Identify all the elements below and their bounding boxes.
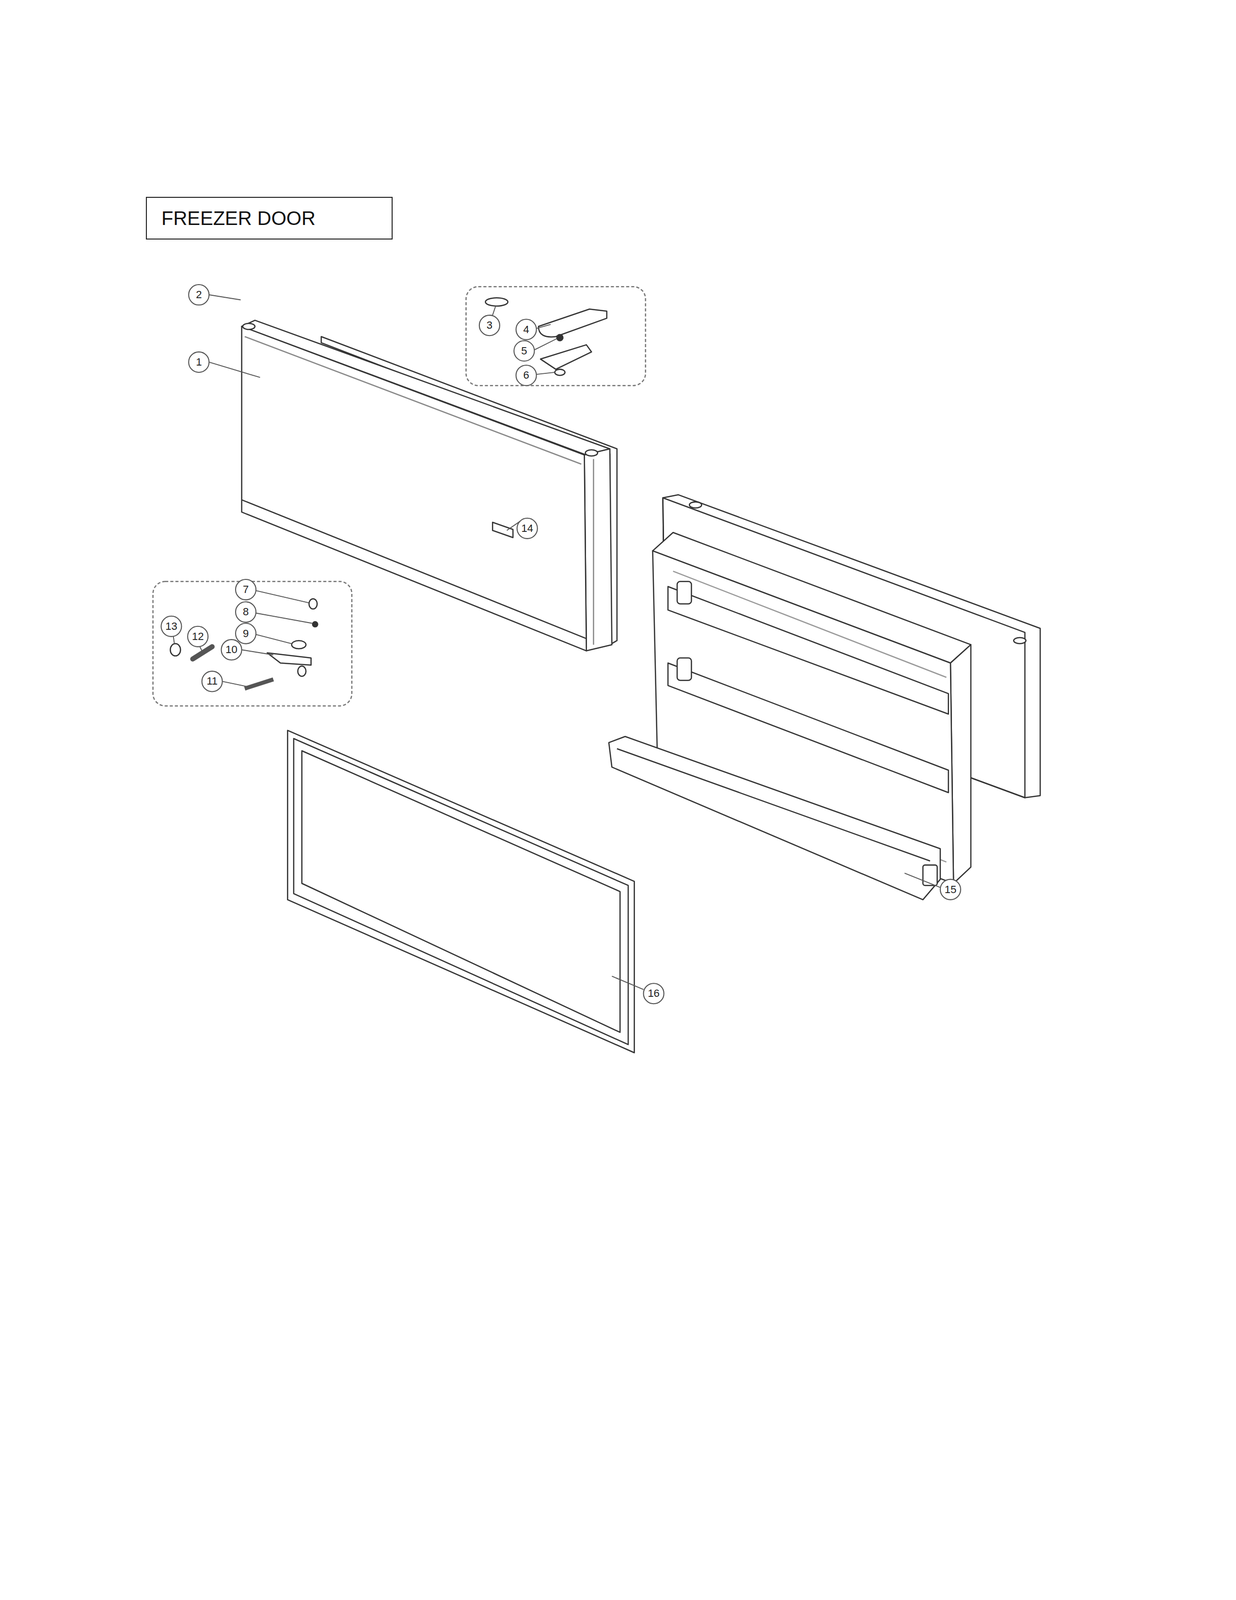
callout-number: 2	[195, 289, 202, 301]
callout-number: 11	[206, 675, 218, 687]
inset-panel	[153, 581, 352, 706]
callout-number: 7	[242, 584, 249, 595]
door-bin	[608, 736, 941, 900]
callout-number: 1	[195, 356, 202, 368]
diagram-title: FREEZER DOOR	[146, 207, 316, 230]
hinge-parts	[170, 297, 607, 689]
callout-number: 13	[165, 620, 177, 632]
callout-number: 5	[521, 345, 527, 357]
door-gasket	[287, 729, 634, 1053]
callout-number: 10	[225, 644, 238, 655]
title-box: FREEZER DOOR	[145, 196, 393, 240]
callout-number: 9	[242, 628, 249, 639]
callout-number: 8	[242, 606, 249, 618]
leader-lines	[173, 294, 941, 990]
callout-number: 15	[944, 884, 957, 895]
callout-number: 4	[523, 324, 530, 335]
callout-number: 16	[647, 987, 660, 999]
callout-number: 6	[523, 369, 530, 381]
outer-door	[241, 320, 618, 651]
inset-panel	[466, 286, 646, 386]
callout-circles	[160, 284, 961, 1004]
label-plate	[492, 522, 513, 538]
callout-number: 12	[191, 631, 204, 642]
callout-number: 3	[486, 319, 493, 331]
callout-number: 14	[521, 522, 533, 534]
